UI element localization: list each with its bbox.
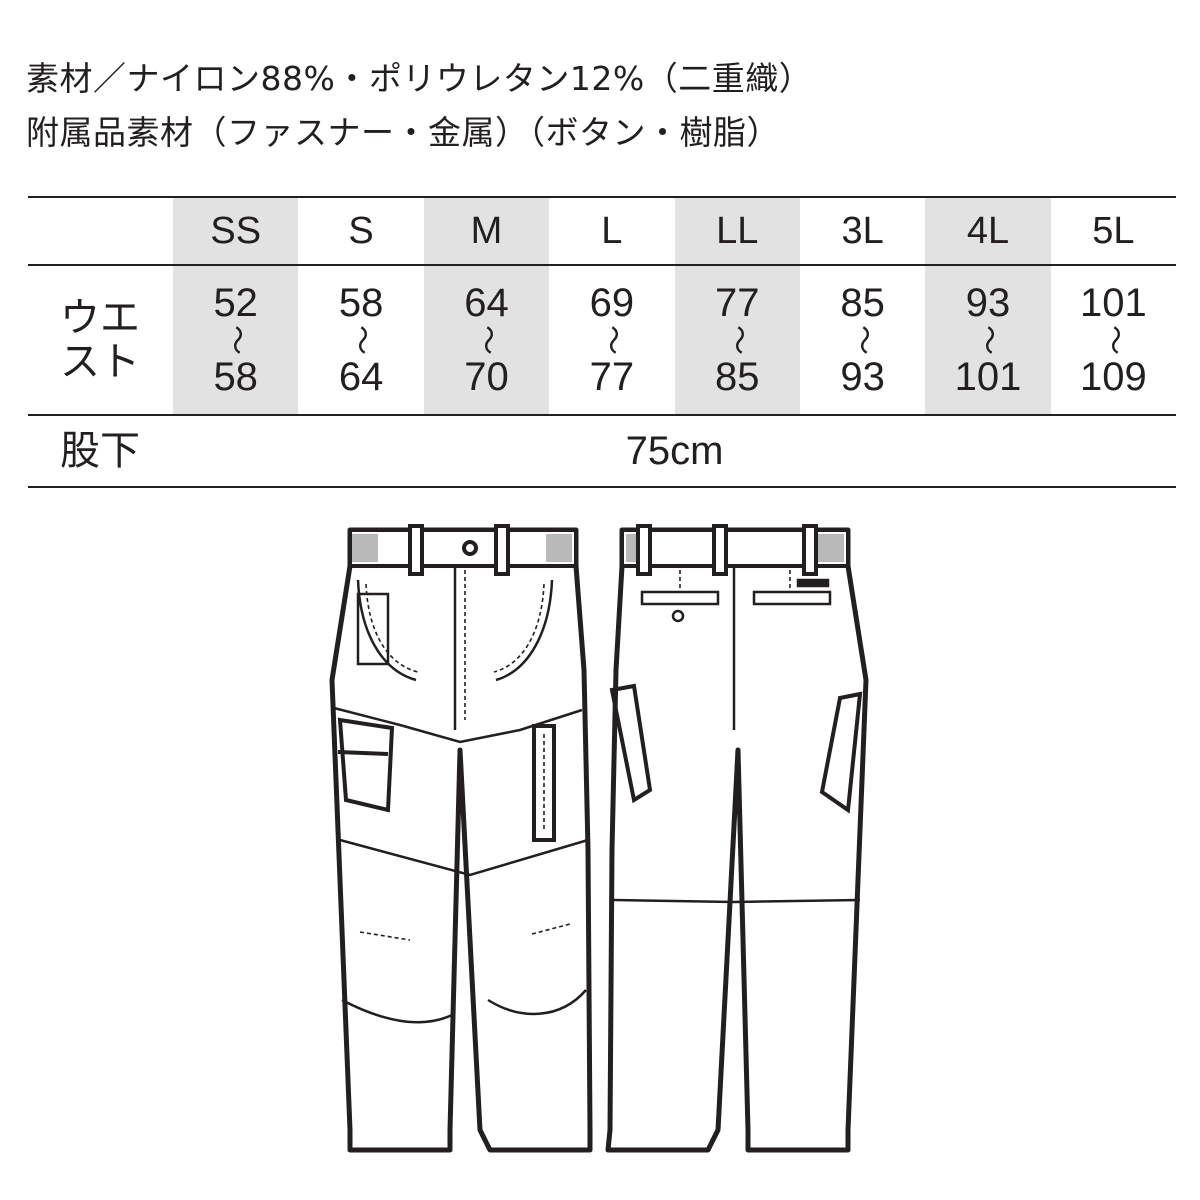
- size-header-m: M: [423, 196, 550, 266]
- pants-back-view: [605, 527, 869, 1153]
- size-header-row: SS S M L LL 3L 4L 5L: [28, 196, 1177, 266]
- waist-row: ウエ スト 52〜58 58〜64 64〜70 69〜77 77〜85 85〜9…: [28, 265, 1177, 416]
- material-info: 素材／ナイロン88%・ポリウレタン12%（二重織） 附属品素材（ファスナー・金属…: [26, 52, 812, 160]
- waist-label: ウエ スト: [28, 265, 173, 416]
- waist-cell-4l: 93〜101: [925, 265, 1051, 416]
- material-line-accessories: 附属品素材（ファスナー・金属）（ボタン・樹脂）: [26, 113, 780, 152]
- waist-cell-3l: 85〜93: [799, 265, 926, 416]
- size-header-3l: 3L: [799, 196, 926, 266]
- waist-cell-m: 64〜70: [423, 265, 550, 416]
- size-header-ss: SS: [173, 196, 299, 266]
- header-corner: [28, 196, 173, 266]
- size-table: SS S M L LL 3L 4L 5L ウエ スト 52〜58 58〜64 6…: [28, 196, 1177, 488]
- pants-front-view: [329, 527, 593, 1153]
- waist-cell-l: 69〜77: [549, 265, 675, 416]
- waist-cell-ss: 52〜58: [173, 265, 299, 416]
- inseam-value: 75cm: [173, 415, 1177, 488]
- waist-cell-ll: 77〜85: [674, 265, 800, 416]
- material-line-fabric: 素材／ナイロン88%・ポリウレタン12%（二重織）: [26, 59, 813, 98]
- inseam-label: 股下: [28, 415, 173, 488]
- size-header-s: S: [298, 196, 424, 266]
- size-header-5l: 5L: [1050, 196, 1177, 266]
- pants-illustration: [329, 524, 869, 1153]
- waist-cell-s: 58〜64: [298, 265, 424, 416]
- size-header-ll: LL: [674, 196, 800, 266]
- inseam-row: 股下 75cm: [28, 415, 1177, 488]
- size-header-l: L: [549, 196, 675, 266]
- waist-cell-5l: 101〜109: [1050, 265, 1177, 416]
- size-header-4l: 4L: [925, 196, 1051, 266]
